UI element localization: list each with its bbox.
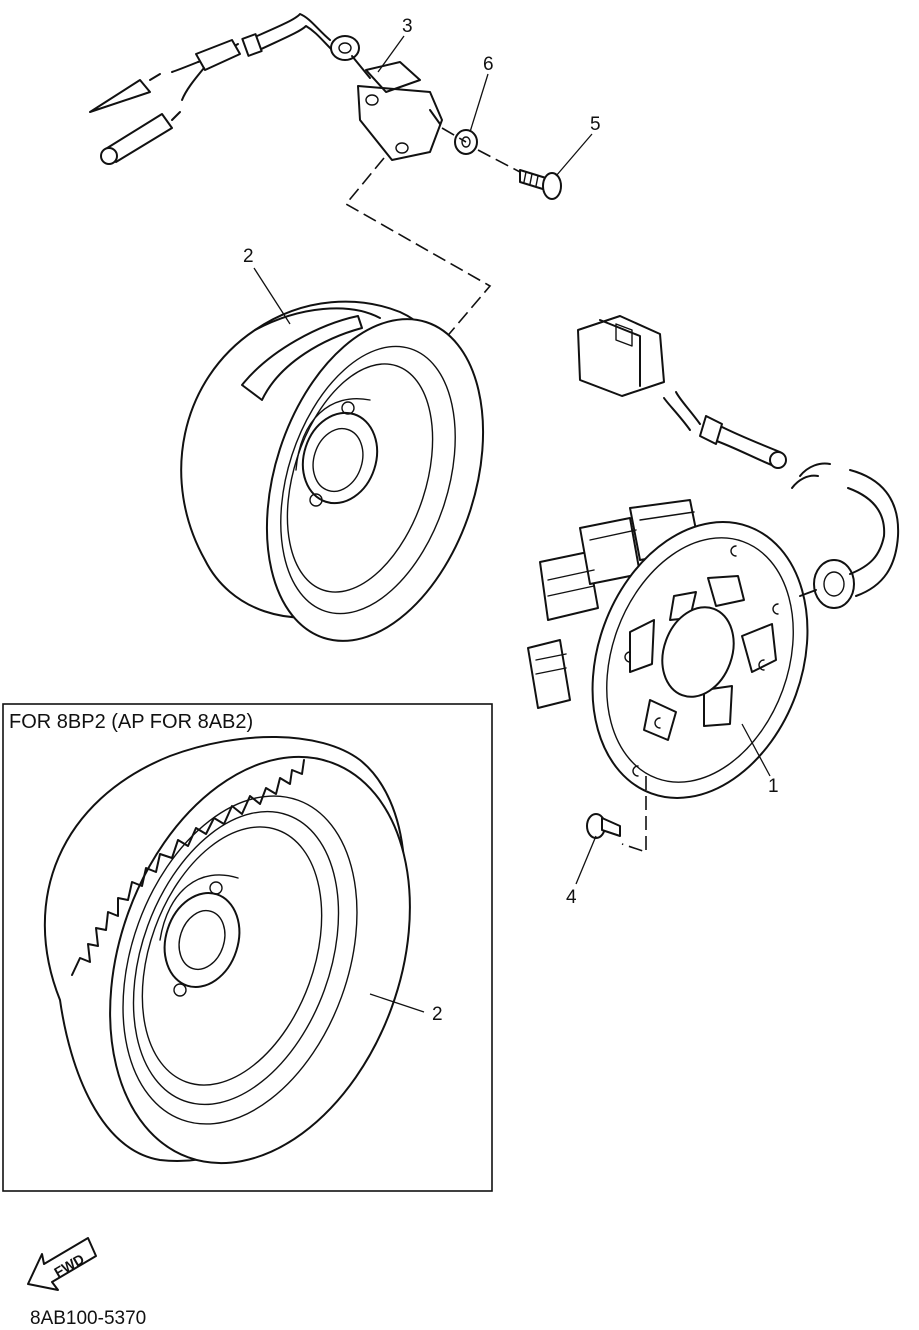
callout-2-inset: 2 <box>369 993 443 1025</box>
callout-1: 1 <box>741 723 779 797</box>
forward-arrow-icon: FWD <box>27 1237 97 1291</box>
screw-pickup <box>519 169 562 200</box>
svg-text:1: 1 <box>768 776 779 797</box>
callout-5: 5 <box>555 114 601 177</box>
inset-rotor-flywheel <box>43 735 411 1165</box>
callout-6: 6 <box>469 54 494 133</box>
alignment-line-stator-screw <box>621 776 647 854</box>
svg-text:5: 5 <box>590 114 601 135</box>
callout-4: 4 <box>566 835 597 908</box>
svg-text:2: 2 <box>432 1004 443 1025</box>
diagram-code: 8AB100-5370 <box>30 1308 146 1329</box>
callout-3: 3 <box>377 16 413 73</box>
svg-text:3: 3 <box>402 16 413 37</box>
alignment-line-pickup <box>441 127 521 173</box>
screw-stator <box>586 813 621 839</box>
inset-title: FOR 8BP2 (AP FOR 8AB2) <box>9 711 253 733</box>
svg-text:6: 6 <box>483 54 494 75</box>
callout-2: 2 <box>243 246 291 325</box>
svg-text:4: 4 <box>566 887 577 908</box>
pickup-coil-assembly <box>89 13 443 165</box>
stator-assembly <box>527 315 900 799</box>
rotor-flywheel <box>180 300 485 642</box>
alignment-line-pickup-rotor <box>344 157 492 341</box>
inset-frame <box>2 703 493 1192</box>
svg-text:2: 2 <box>243 246 254 267</box>
